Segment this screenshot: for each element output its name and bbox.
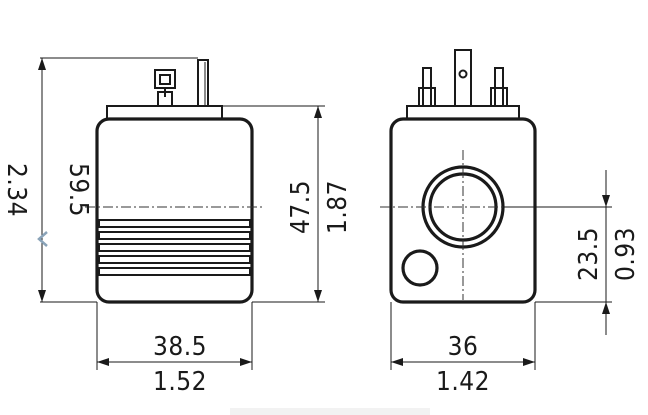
dim-center-height bbox=[503, 170, 612, 335]
front-flange bbox=[406, 105, 520, 120]
indicator-hole bbox=[401, 249, 439, 287]
dim-body-height-in: 1.87 bbox=[323, 180, 353, 234]
front-terminals bbox=[412, 49, 512, 107]
side-view: 59.5 2.34 47.5 1.87 38.5 1.52 bbox=[1, 57, 353, 397]
dim-side-width bbox=[96, 302, 253, 370]
dim-front-width bbox=[390, 302, 536, 370]
dim-overall-height-mm: 59.5 bbox=[63, 163, 93, 217]
front-view: 23.5 0.93 36 1.42 bbox=[380, 49, 641, 397]
dim-center-height-in: 0.93 bbox=[611, 227, 641, 281]
chevron-left-icon[interactable] bbox=[30, 226, 54, 252]
front-body bbox=[389, 117, 537, 304]
side-flange bbox=[106, 105, 223, 120]
dim-side-width-in: 1.52 bbox=[153, 367, 207, 397]
dim-overall-height bbox=[38, 57, 198, 303]
side-terminal bbox=[154, 59, 209, 107]
dim-front-width-mm: 36 bbox=[448, 332, 479, 362]
dim-body-height-mm: 47.5 bbox=[286, 180, 316, 234]
dim-overall-height-in: 2.34 bbox=[1, 163, 31, 217]
dim-front-width-in: 1.42 bbox=[436, 367, 490, 397]
dim-center-height-mm: 23.5 bbox=[574, 227, 604, 281]
dim-side-width-mm: 38.5 bbox=[153, 332, 207, 362]
side-ribs bbox=[98, 219, 251, 276]
bottom-shadow bbox=[230, 408, 430, 415]
side-body bbox=[95, 117, 254, 304]
dim-body-height bbox=[222, 105, 325, 303]
